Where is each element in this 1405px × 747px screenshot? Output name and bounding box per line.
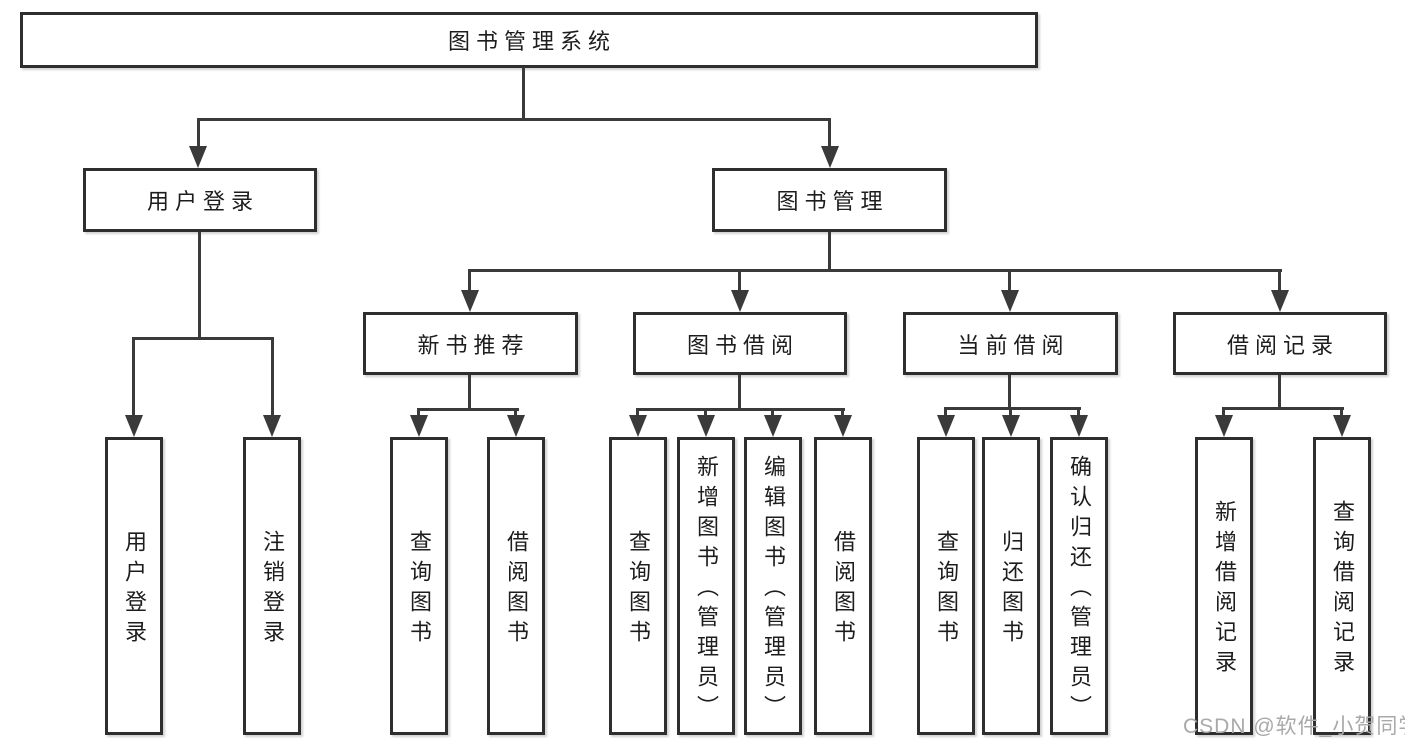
leaf-query-books-borrowing: 查询图书: [609, 437, 667, 735]
node-current-borrowing: 当前借阅: [903, 312, 1118, 375]
arrow-down-icon: [764, 415, 782, 437]
node-label: 确认归还（管理员）: [1067, 455, 1092, 725]
connector-userlogin-stem: [198, 232, 201, 340]
arrow-down-icon: [1271, 290, 1289, 312]
arrow-down-icon: [821, 146, 839, 168]
node-label: 借阅记录: [1226, 332, 1339, 358]
connector-records-drop-1: [1222, 407, 1225, 418]
leaf-add-books-admin: 新增图书（管理员）: [677, 437, 735, 735]
connector-bookmgmt-drop-1: [468, 269, 471, 294]
arrow-down-icon: [834, 415, 852, 437]
leaf-borrow-books: 借阅图书: [814, 437, 872, 735]
connector-borrowing-drop-3: [771, 408, 774, 418]
connector-borrowing-drop-4: [841, 408, 844, 418]
connector-current-drop-1: [944, 407, 947, 418]
connector-bookmgmt-drop-2: [738, 269, 741, 294]
arrow-down-icon: [189, 146, 207, 168]
connector-borrowing-drop-2: [704, 408, 707, 418]
node-label: 查询图书: [407, 530, 432, 650]
connector-recommend-drop-1: [417, 408, 420, 418]
connector-recommend-drop-2: [514, 408, 517, 418]
connector-records-drop-2: [1340, 407, 1343, 418]
arrow-down-icon: [697, 415, 715, 437]
arrow-down-icon: [629, 415, 647, 437]
connector-root-drop-right: [828, 118, 831, 150]
arrow-down-icon: [263, 415, 281, 437]
leaf-user-login: 用户登录: [105, 437, 163, 735]
connector-userlogin-rail: [132, 337, 274, 340]
node-user-login: 用户登录: [83, 168, 317, 232]
connector-current-rail: [944, 407, 1081, 410]
node-label: 用户登录: [122, 530, 147, 650]
connector-current-drop-3: [1077, 407, 1080, 418]
node-book-borrowing: 图书借阅: [633, 312, 847, 375]
connector-userlogin-drop-right: [271, 337, 274, 419]
connector-bookmgmt-drop-4: [1278, 269, 1281, 294]
connector-records-rail: [1222, 407, 1344, 410]
node-label: 借阅图书: [831, 530, 856, 650]
node-label: 查询图书: [934, 530, 959, 650]
leaf-query-books-recommend: 查询图书: [390, 437, 448, 735]
connector-borrowing-stem: [738, 375, 741, 411]
arrow-down-icon: [937, 415, 955, 437]
connector-bookmgmt-stem: [828, 232, 831, 272]
leaf-query-borrow-record: 查询借阅记录: [1313, 437, 1371, 735]
node-label: 图书管理: [776, 189, 889, 214]
connector-bookmgmt-rail: [468, 269, 1282, 272]
leaf-return-books: 归还图书: [982, 437, 1040, 735]
connector-borrowing-rail: [636, 408, 845, 411]
connector-root-stem: [522, 67, 525, 121]
node-library-management-system: 图书管理系统: [20, 12, 1038, 68]
connector-recommend-rail: [417, 408, 519, 411]
node-label: 新增图书（管理员）: [694, 455, 719, 725]
leaf-logout: 注销登录: [243, 437, 301, 735]
node-label: 归还图书: [999, 530, 1024, 650]
node-label: 图书借阅: [686, 332, 799, 358]
node-label: 借阅图书: [504, 530, 529, 650]
leaf-add-borrow-record: 新增借阅记录: [1195, 437, 1253, 735]
leaf-edit-books-admin: 编辑图书（管理员）: [744, 437, 802, 735]
connector-root-rail: [197, 118, 831, 121]
leaf-query-books-current: 查询图书: [917, 437, 975, 735]
arrow-down-icon: [507, 415, 525, 437]
arrow-down-icon: [461, 290, 479, 312]
connector-bookmgmt-drop-3: [1008, 269, 1011, 294]
arrow-down-icon: [410, 415, 428, 437]
watermark-text: CSDN @软件_小贺同学: [1183, 715, 1405, 738]
node-borrowing-records: 借阅记录: [1173, 312, 1387, 375]
connector-borrowing-drop-1: [636, 408, 639, 418]
arrow-down-icon: [1070, 415, 1088, 437]
node-label: 编辑图书（管理员）: [761, 455, 786, 725]
arrow-down-icon: [1215, 415, 1233, 437]
node-new-book-recommendation: 新书推荐: [363, 312, 578, 375]
arrow-down-icon: [125, 415, 143, 437]
leaf-borrow-books-recommend: 借阅图书: [487, 437, 545, 735]
arrow-down-icon: [1333, 415, 1351, 437]
node-label: 新书推荐: [417, 332, 530, 358]
node-label: 新增借阅记录: [1212, 500, 1237, 680]
connector-userlogin-drop-left: [132, 337, 135, 419]
node-label: 查询图书: [626, 530, 651, 650]
node-label: 当前借阅: [957, 332, 1070, 358]
node-label: 注销登录: [260, 530, 285, 650]
leaf-confirm-return-admin: 确认归还（管理员）: [1050, 437, 1108, 735]
node-book-management: 图书管理: [712, 168, 947, 232]
connector-recommend-stem: [468, 375, 471, 411]
arrow-down-icon: [731, 290, 749, 312]
connector-root-drop-left: [197, 118, 200, 150]
arrow-down-icon: [1001, 290, 1019, 312]
connector-current-stem: [1008, 375, 1011, 410]
connector-records-stem: [1278, 375, 1281, 410]
connector-current-drop-2: [1009, 407, 1012, 418]
node-label: 查询借阅记录: [1330, 500, 1355, 680]
node-label: 用户登录: [146, 189, 259, 214]
arrow-down-icon: [1002, 415, 1020, 437]
node-label: 图书管理系统: [447, 29, 616, 54]
